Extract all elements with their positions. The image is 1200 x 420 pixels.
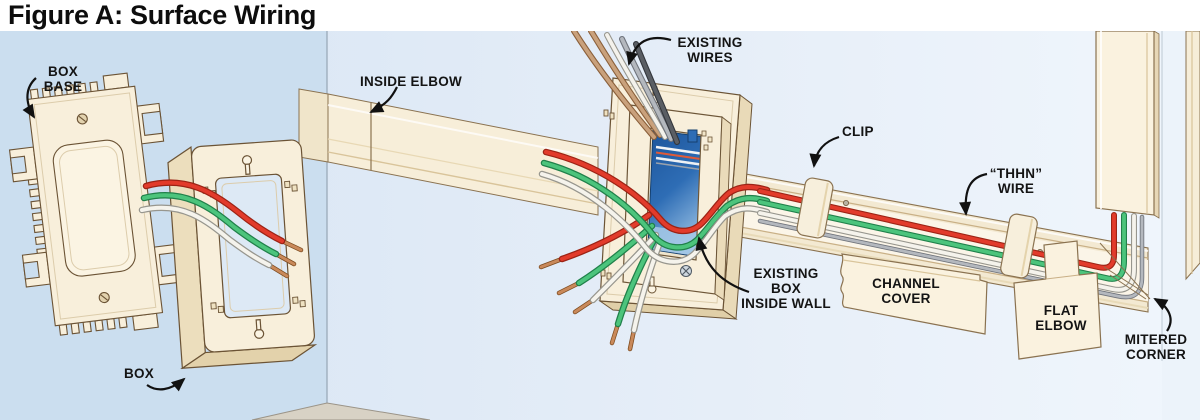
label-existing-wires: EXISTING WIRES bbox=[677, 35, 743, 66]
label-box: BOX bbox=[124, 366, 155, 381]
thhn-wire-loops bbox=[538, 148, 771, 352]
arrow-clip bbox=[809, 135, 840, 168]
raceway-channel bbox=[298, 88, 599, 216]
label-thhn-wire: “THHN” WIRE bbox=[989, 166, 1043, 197]
label-box-base: BOX BASE bbox=[43, 64, 83, 95]
arrow-existing-wires bbox=[626, 36, 672, 66]
label-mitered-corner: MITERED CORNER bbox=[1124, 332, 1188, 363]
arrow-box-base bbox=[22, 77, 37, 119]
center-box-assembly bbox=[598, 77, 753, 320]
vertical-channel bbox=[1095, 31, 1160, 219]
label-arrows bbox=[22, 36, 1172, 392]
flat-elbow-piece bbox=[1013, 240, 1102, 360]
box-frame-drawing bbox=[167, 139, 318, 370]
arrow-thhn-wire bbox=[959, 172, 988, 216]
clip-2 bbox=[1000, 213, 1038, 279]
wiring-diagram-illustration bbox=[0, 31, 1200, 420]
label-existing-box-inside-wall: EXISTING BOX INSIDE WALL bbox=[741, 266, 831, 312]
clip-1 bbox=[796, 177, 834, 239]
label-flat-elbow: FLAT ELBOW bbox=[1035, 303, 1087, 334]
track-wires bbox=[757, 188, 1145, 300]
arrow-box bbox=[146, 377, 186, 392]
miter-joint bbox=[1099, 31, 1200, 300]
box-base-drawing bbox=[8, 72, 182, 336]
adjacent-wall-trim bbox=[1185, 31, 1200, 281]
arrow-inside-elbow bbox=[369, 86, 398, 113]
label-channel-cover: CHANNEL COVER bbox=[872, 276, 940, 307]
cable-stripes-in-box bbox=[655, 145, 705, 171]
track-screw bbox=[843, 199, 850, 206]
channel-cover-piece bbox=[840, 253, 988, 335]
label-inside-elbow: INSIDE ELBOW bbox=[360, 74, 463, 89]
label-clip: CLIP bbox=[842, 124, 874, 139]
figure-title: Figure A: Surface Wiring bbox=[8, 0, 317, 30]
wires-left bbox=[138, 179, 304, 279]
arrow-existing-box bbox=[695, 236, 750, 294]
floor bbox=[251, 402, 431, 420]
arrow-mitered-corner bbox=[1153, 298, 1172, 332]
